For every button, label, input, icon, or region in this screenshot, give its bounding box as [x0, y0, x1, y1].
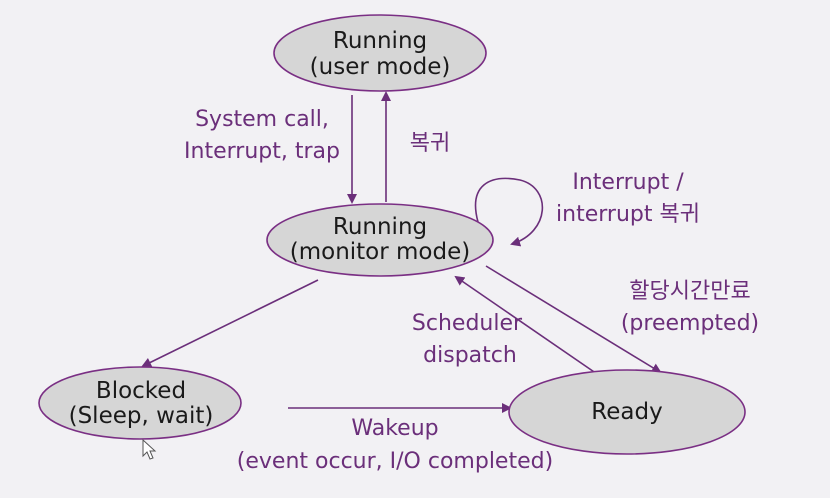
node-running-user-line1: Running — [333, 28, 427, 54]
node-ready-line1: Ready — [591, 399, 662, 425]
label-interrupt-line1: Interrupt / — [572, 170, 684, 195]
node-blocked-line1: Blocked — [96, 378, 186, 404]
label-wakeup-line1: Wakeup — [351, 416, 438, 441]
edge-interrupt-loop — [474, 177, 544, 247]
label-preempted-line2: (preempted) — [621, 311, 759, 336]
node-running-monitor-line2: (monitor mode) — [290, 239, 470, 265]
node-running-monitor-line1: Running — [333, 214, 427, 240]
edges — [141, 91, 662, 413]
node-ready: Ready — [508, 369, 746, 455]
node-running-user: Running (user mode) — [273, 14, 487, 92]
node-running-user-line2: (user mode) — [310, 54, 451, 80]
label-system-call-line2: Interrupt, trap — [184, 139, 340, 164]
node-blocked-line2: (Sleep, wait) — [69, 403, 214, 429]
node-blocked: Blocked (Sleep, wait) — [38, 366, 242, 440]
mouse-pointer-icon — [142, 438, 157, 460]
label-return: 복귀 — [410, 131, 450, 156]
edge-monitor-to-blocked — [141, 279, 319, 367]
label-system-call-line1: System call, — [195, 107, 329, 132]
label-preempted-line1: 할당시간만료 — [629, 279, 750, 304]
label-dispatch-line2: dispatch — [423, 343, 517, 368]
edge-dispatch — [454, 275, 601, 377]
label-dispatch-line1: Scheduler — [412, 311, 523, 336]
label-wakeup-line2: (event occur, I/O completed) — [237, 449, 553, 474]
edge-labels: System call, Interrupt, trap 복귀 Interrup… — [184, 107, 759, 474]
node-running-monitor: Running (monitor mode) — [266, 203, 494, 277]
edge-preempted — [485, 265, 662, 374]
label-interrupt-line2: interrupt 복귀 — [556, 202, 700, 227]
